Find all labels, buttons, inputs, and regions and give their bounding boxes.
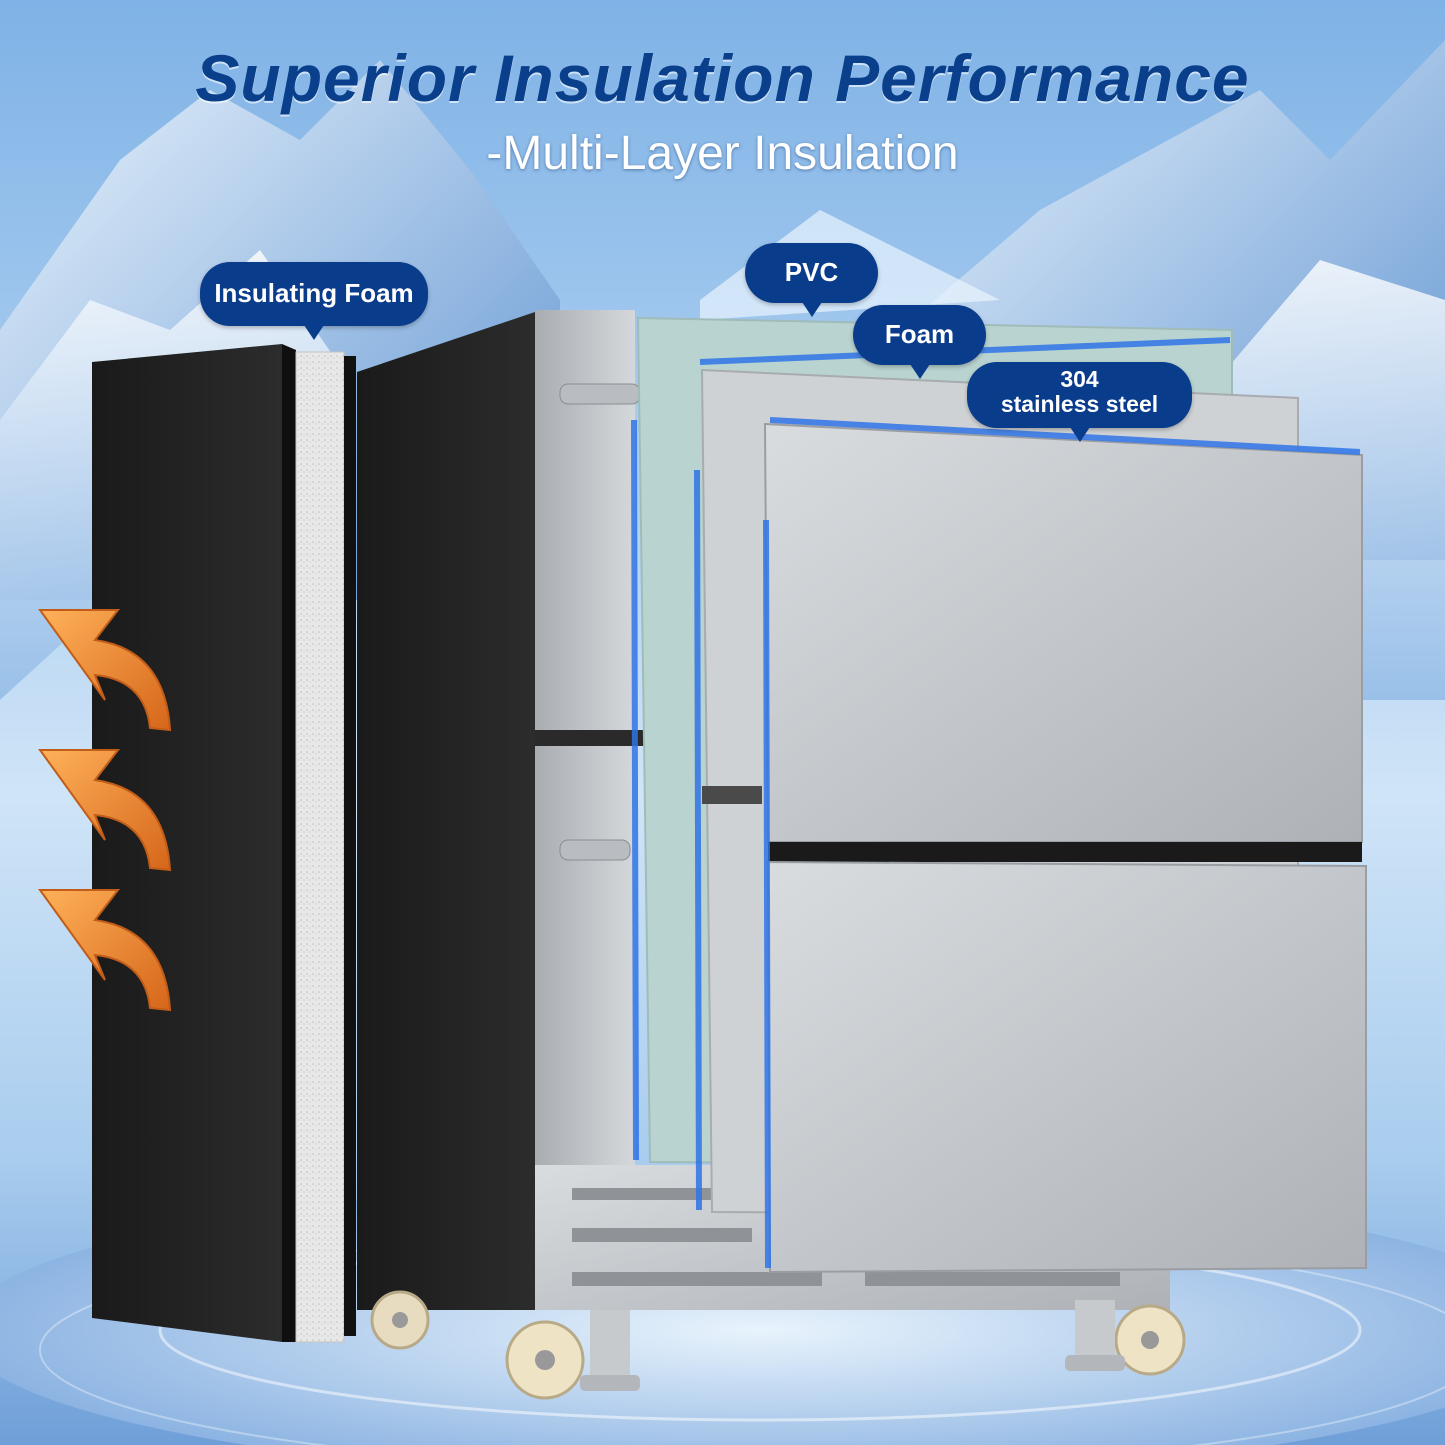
stainless-steel-grade: 304 (1060, 366, 1099, 392)
heat-arrow-icon (38, 749, 172, 872)
steel-door-layer (763, 422, 1367, 1274)
insulating-panel (92, 344, 356, 1343)
heat-arrow-icon (38, 609, 172, 732)
stainless-steel-label: 304 stainless steel (967, 362, 1192, 442)
stainless-steel-text: stainless steel (1000, 391, 1159, 417)
layer-glow-edges (631, 337, 1361, 1269)
page-title: Superior Insulation Performance (195, 41, 1250, 115)
casters (370, 1290, 1186, 1400)
page-subtitle: -Multi-Layer Insulation (486, 127, 959, 180)
pvc-label: PVC (745, 243, 878, 317)
cabinet-side-panel (357, 312, 535, 1310)
insulating-foam-label: Insulating Foam (200, 262, 428, 340)
heat-arrow-icon (38, 889, 172, 1012)
foam-label: Foam (853, 305, 986, 379)
